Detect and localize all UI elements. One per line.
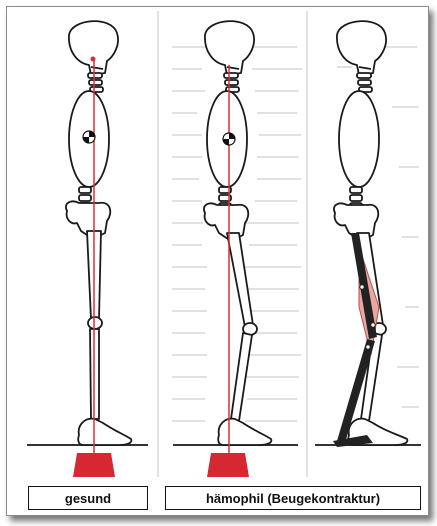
center-of-mass-icon-healthy <box>83 131 95 143</box>
center-of-mass-icon-hemophilic <box>223 133 235 145</box>
illustration-frame: gesund hämophil (Beugekontraktur) <box>6 6 429 516</box>
plumb-origin-dot-healthy <box>91 57 96 62</box>
caption-healthy: gesund <box>28 486 148 510</box>
background-text-texture <box>172 47 419 421</box>
posture-illustration <box>7 7 428 515</box>
hemophilic-skeleton-muscles <box>334 21 407 445</box>
base-marker-healthy <box>73 453 115 477</box>
caption-hemophilic: hämophil (Beugekontraktur) <box>165 486 421 510</box>
base-marker-hemophilic <box>207 453 249 477</box>
healthy-skeleton <box>66 21 131 445</box>
hemophilic-skeleton-plumb <box>204 21 271 445</box>
